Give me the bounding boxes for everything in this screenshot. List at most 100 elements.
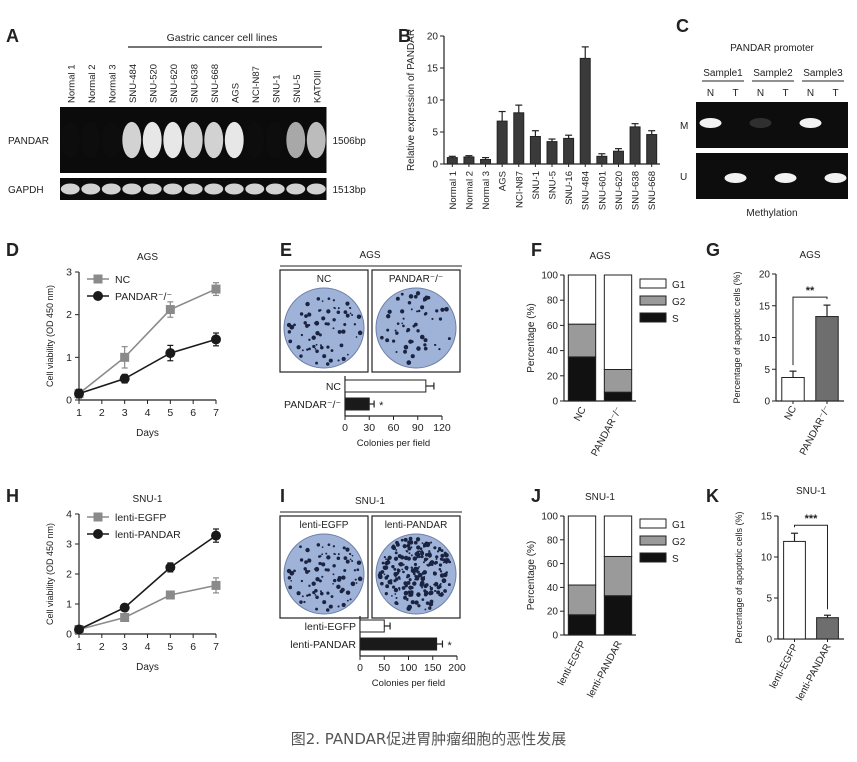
panel-i-bar-x-tick-label: 100 bbox=[400, 662, 418, 674]
panel-i-colony bbox=[343, 556, 348, 560]
panel-i-colony bbox=[392, 585, 396, 589]
panel-e-colony bbox=[332, 299, 336, 302]
panel-e-colony bbox=[402, 317, 405, 320]
panel-i-colony bbox=[407, 540, 412, 545]
panel-e-colony bbox=[349, 312, 352, 315]
panel-i-colony bbox=[357, 576, 363, 582]
panel-i-bar-x-tick-label: 50 bbox=[378, 662, 390, 674]
panel-i-colony bbox=[332, 545, 336, 548]
panel-e-colony bbox=[305, 301, 310, 307]
panel-i-colony bbox=[442, 593, 445, 596]
panel-e-colony bbox=[314, 320, 320, 326]
panel-a-band bbox=[306, 121, 326, 159]
panel-i-colony bbox=[299, 545, 302, 549]
panel-e-colony bbox=[346, 353, 349, 356]
panel-b-chart-category-label: SNU-638 bbox=[631, 171, 642, 210]
panel-i-colony bbox=[349, 558, 352, 561]
panel-e-colony bbox=[318, 309, 321, 312]
panel-e-dish-label: NC bbox=[317, 274, 331, 285]
panel-i-colony bbox=[414, 578, 417, 581]
panel-b-chart-bar bbox=[579, 57, 591, 165]
panel-k-chart-bar bbox=[816, 617, 839, 640]
panel-h-chart-legend-label: lenti-PANDAR bbox=[115, 529, 181, 541]
panel-i-colony bbox=[438, 585, 442, 589]
panel-i-colony bbox=[397, 554, 402, 559]
panel-k-chart-significance-bracket bbox=[794, 524, 828, 610]
panel-i-colony bbox=[408, 552, 411, 555]
panel-e-colony bbox=[300, 333, 304, 337]
panel-f-chart-y-tick-label: 100 bbox=[541, 271, 558, 282]
panel-i-dish bbox=[283, 533, 365, 615]
panel-i-colony bbox=[435, 555, 439, 559]
panel-a-band bbox=[204, 183, 224, 195]
panel-i-colony bbox=[432, 571, 437, 576]
panel-i-colony bbox=[308, 570, 311, 573]
panel-e-colony bbox=[332, 318, 336, 322]
panel-i-colony bbox=[316, 543, 321, 547]
panel-e-colony bbox=[314, 347, 317, 350]
panel-i-colony bbox=[424, 590, 429, 596]
panel-f-chart-y-tick-label: 60 bbox=[547, 321, 559, 332]
panel-i-colony bbox=[354, 578, 357, 581]
panel-e-colony bbox=[336, 310, 341, 315]
panel-i-colony bbox=[416, 550, 420, 554]
panel-e-colony bbox=[321, 316, 326, 321]
panel-b-chart-category-label: SNU-620 bbox=[614, 171, 625, 210]
panel-j-chart-legend-label: G1 bbox=[672, 520, 686, 531]
panel-b-chart-category-label: SNU-5 bbox=[548, 171, 559, 200]
panel-d-chart-point bbox=[120, 352, 130, 362]
panel-h-chart-point bbox=[74, 624, 84, 635]
panel-i-colony bbox=[407, 604, 412, 610]
panel-i-colony bbox=[403, 537, 408, 542]
panel-a-lane-label: SNU-5 bbox=[292, 74, 303, 103]
panel-e-colony bbox=[400, 292, 404, 296]
panel-i-colony bbox=[429, 560, 435, 565]
panel-a-lane-label: KATOIII bbox=[312, 70, 323, 103]
panel-e-colony bbox=[315, 331, 320, 336]
panel-c-sample-label: Sample1 bbox=[703, 68, 743, 79]
panel-e-colony bbox=[420, 305, 425, 310]
panel-d-chart-point bbox=[211, 284, 221, 294]
panel-e-bar-x-tick-label: 90 bbox=[412, 422, 424, 434]
panel-h-letter: H bbox=[6, 486, 19, 506]
panel-e-bar-x-tick-label: 120 bbox=[433, 422, 451, 434]
panel-i-colony bbox=[413, 540, 418, 545]
panel-j-chart-category-label: lenti-PANDAR bbox=[586, 639, 625, 699]
panel-e-colony bbox=[287, 330, 292, 334]
panel-i-colony bbox=[438, 567, 442, 571]
panel-i-colony bbox=[421, 542, 424, 544]
panel-i-colony bbox=[327, 543, 331, 547]
panel-e-colony bbox=[440, 307, 445, 312]
panel-i-colony bbox=[420, 554, 424, 559]
panel-e-colony bbox=[413, 322, 418, 327]
panel-i-bar-category-label: lenti-PANDAR bbox=[290, 639, 356, 651]
panel-i-colony bbox=[345, 559, 350, 564]
panel-d-chart-y-tick-label: 2 bbox=[66, 309, 72, 321]
panel-e-colony bbox=[406, 328, 411, 332]
panel-i-bar bbox=[359, 619, 385, 633]
panel-i-colony bbox=[303, 600, 306, 604]
panel-e-colony bbox=[349, 306, 352, 310]
panel-f-chart-category-label: NC bbox=[572, 405, 588, 423]
panel-i-colony bbox=[440, 553, 445, 558]
panel-i-colony bbox=[429, 586, 434, 591]
panel-i-colony bbox=[400, 538, 404, 542]
panel-j-chart-segment bbox=[567, 584, 597, 616]
panel-i-colony bbox=[315, 577, 320, 582]
panel-k-chart-y-tick-label: 15 bbox=[761, 512, 773, 523]
panel-i-colony bbox=[434, 584, 437, 587]
panel-f-chart-category-label: PANDAR⁻/⁻ bbox=[589, 405, 624, 458]
panel-e-colony bbox=[296, 345, 301, 350]
panel-g-chart-significance-bracket bbox=[792, 296, 828, 366]
panel-b-chart-bar bbox=[612, 150, 624, 165]
panel-j-chart-y-tick-label: 80 bbox=[547, 535, 559, 546]
panel-f-chart-legend-swatch bbox=[639, 278, 667, 289]
panel-f-chart-legend-label: G1 bbox=[672, 280, 686, 291]
panel-i-colony bbox=[356, 568, 360, 572]
panel-i-bar bbox=[359, 637, 438, 651]
panel-i-colony bbox=[314, 588, 318, 593]
panel-e-colony bbox=[408, 294, 414, 299]
panel-e-colony bbox=[308, 338, 311, 341]
panel-e-colony bbox=[327, 297, 331, 301]
